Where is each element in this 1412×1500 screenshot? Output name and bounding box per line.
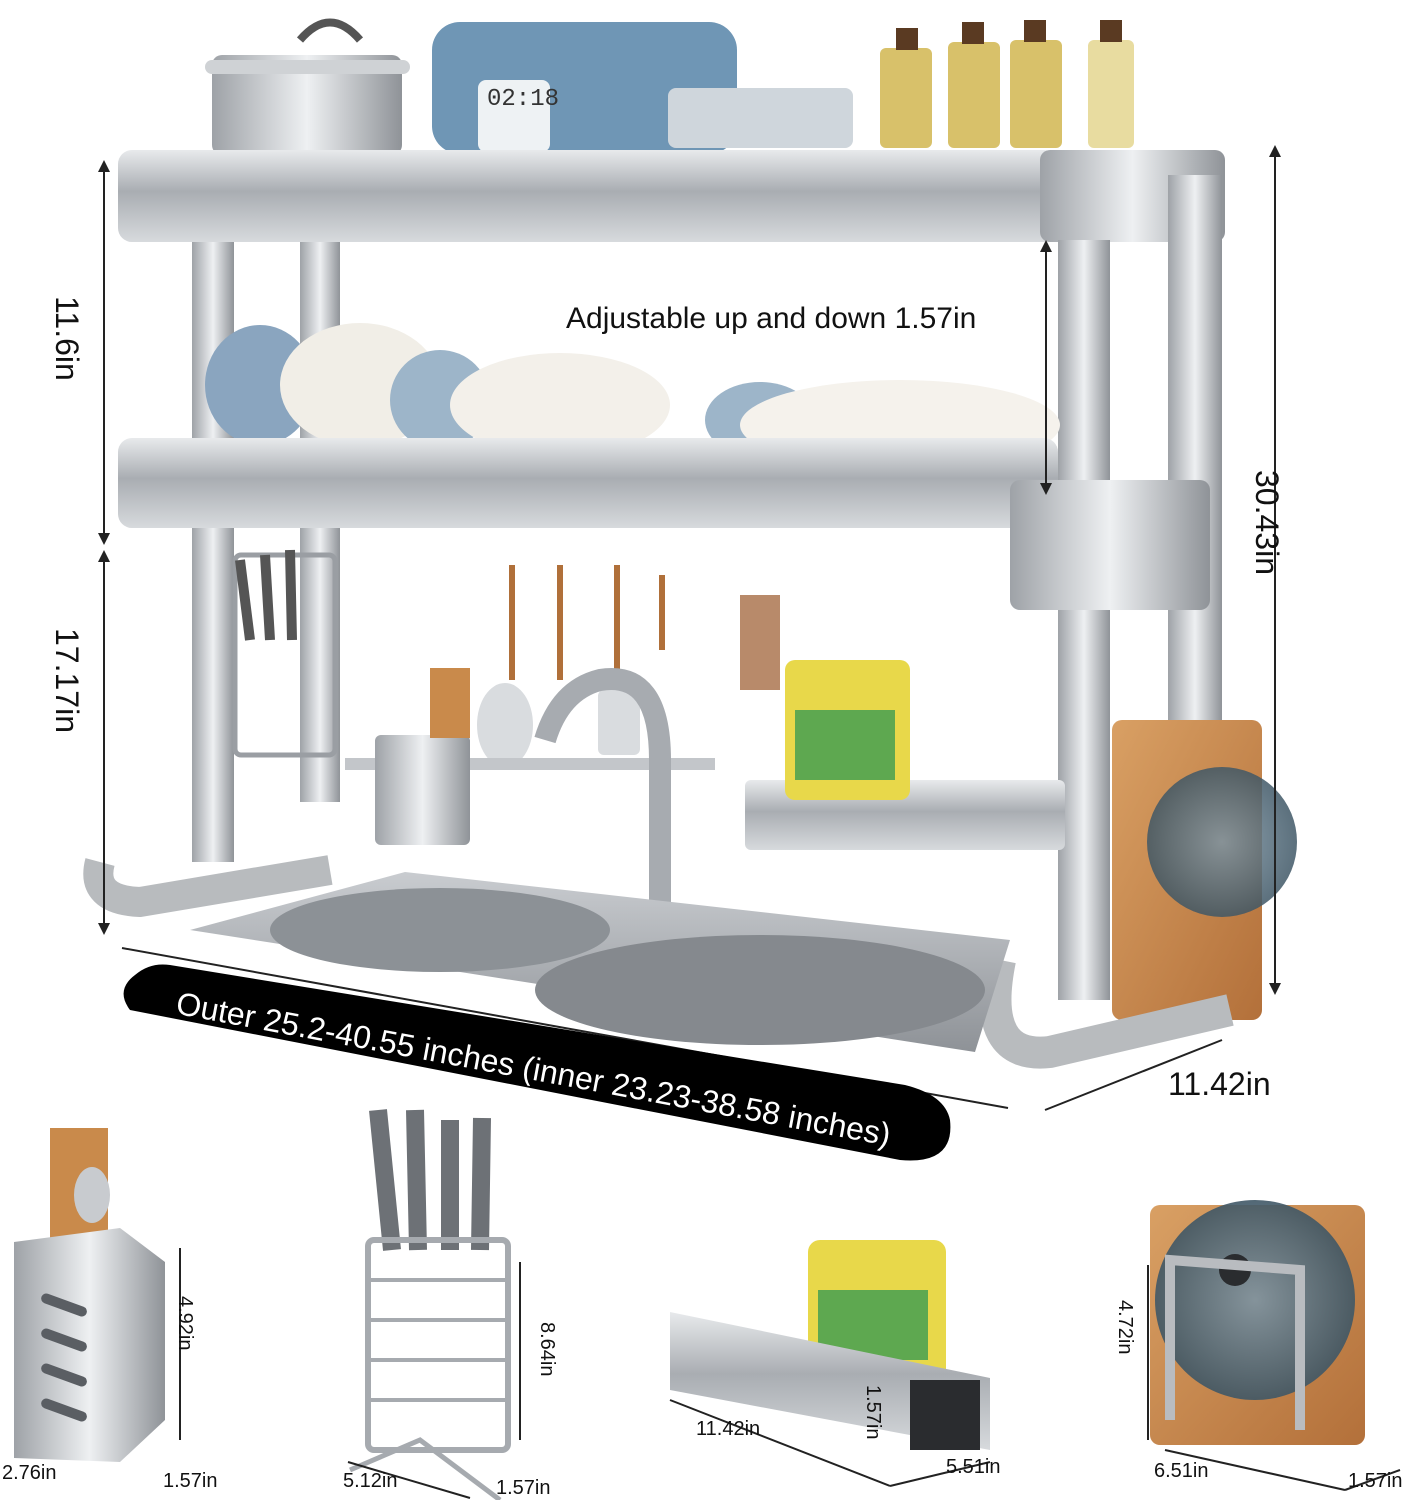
utensil-holder-depth: 1.57in [163, 1470, 218, 1492]
timer-display: 02:18 [487, 86, 560, 113]
left-leg-icon [192, 242, 234, 862]
sponge-tray-width: 11.42in [696, 1418, 761, 1440]
sponge-tray-icon [670, 1240, 990, 1450]
lid-holder-height: 4.72in [1114, 1300, 1136, 1355]
towel-icon [740, 595, 780, 690]
middle-shelf-icon [118, 438, 1058, 528]
pot-lid-icon [1147, 767, 1297, 917]
utensil-cup-icon [375, 735, 470, 845]
dishes-icon [205, 323, 1060, 470]
spice-jars-icon [668, 88, 853, 148]
oil-bottles-icon [880, 20, 1134, 148]
upper-height-label: 11.6in [49, 296, 85, 381]
rice-cooker-icon [432, 22, 737, 154]
width-banner-shape [123, 964, 951, 1161]
lid-holder-width: 6.51in [1154, 1460, 1209, 1482]
knife-holder-depth: 1.57in [496, 1477, 551, 1499]
lid-board-holder-icon [1150, 1200, 1365, 1445]
utensil-holder-height: 4.92in [174, 1296, 196, 1351]
top-shelf-icon [118, 150, 1058, 242]
knife-holder-height: 8.64in [536, 1322, 558, 1377]
total-height-label: 30.43in [1249, 470, 1285, 575]
knife-holder-icon [349, 1109, 511, 1500]
utensil-holder-width: 2.76in [2, 1462, 57, 1484]
depth-label: 11.42in [1168, 1066, 1271, 1102]
sponge-tray-height: 1.57in [862, 1385, 884, 1440]
knife-block-icon [232, 549, 338, 758]
faucet-icon [534, 668, 671, 920]
knife-holder-width: 5.12in [343, 1470, 398, 1492]
utensil-holder-icon [14, 1128, 165, 1462]
adjustable-note: Adjustable up and down 1.57in [566, 302, 977, 335]
lower-height-label: 17.17in [49, 628, 85, 733]
pot-icon [205, 18, 410, 155]
sponge-tray-depth: 5.51in [946, 1456, 1001, 1478]
lid-holder-depth: 1.57in [1348, 1470, 1403, 1492]
hanging-utensils-icon [509, 565, 665, 680]
